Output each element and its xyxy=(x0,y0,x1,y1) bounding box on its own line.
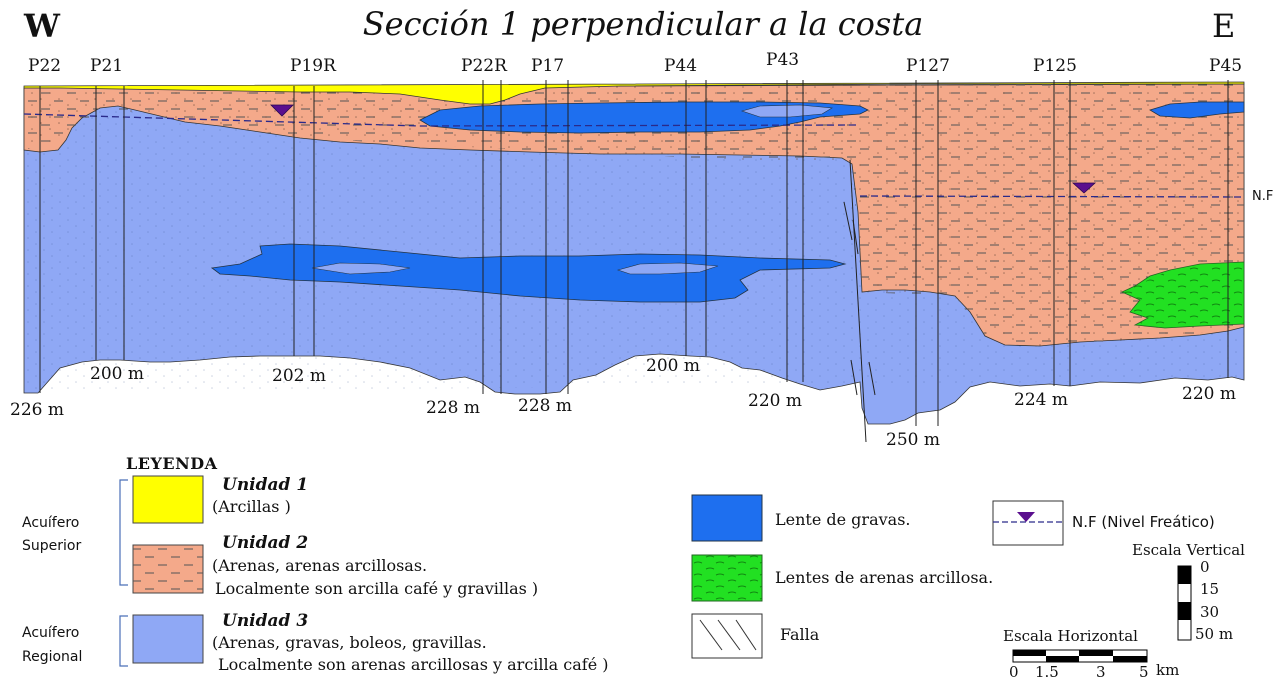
depth-label: 220 m xyxy=(1182,384,1236,404)
clay-sand-lens-label: Lentes de arenas arcillosa. xyxy=(775,568,994,587)
water-table-marker xyxy=(270,104,294,117)
depth-label: 250 m xyxy=(886,430,940,450)
horizontal-scale-tick: 3 xyxy=(1096,663,1106,681)
depth-label: 200 m xyxy=(646,356,700,376)
well-label-p17: P17 xyxy=(531,56,565,76)
unit-3-name: Unidad 3 xyxy=(222,611,309,631)
unit-1-body xyxy=(23,81,1245,105)
unit-2-body xyxy=(23,83,1245,347)
gravel-lens-label: Lente de gravas. xyxy=(775,510,911,529)
well-label-p125: P125 xyxy=(1033,56,1077,76)
diagram-title: Sección 1 perpendicular a la costa xyxy=(362,5,924,43)
unit-3-desc-1: (Arenas, gravas, boleos, gravillas. xyxy=(212,633,487,652)
depth-label: 202 m xyxy=(272,366,326,386)
unit-1-name: Unidad 1 xyxy=(222,475,309,495)
depth-label: 220 m xyxy=(748,391,802,411)
well-label-p22: P22 xyxy=(28,56,62,76)
legend-title: LEYENDA xyxy=(126,454,218,473)
fault-line xyxy=(843,159,876,443)
well-label-p43: P43 xyxy=(766,50,800,70)
legend-swatches xyxy=(132,475,1064,664)
depth-label: 228 m xyxy=(426,398,480,418)
aquifer-upper-label-2: Superior xyxy=(22,538,82,554)
horizontal-scale-unit: km xyxy=(1156,661,1180,679)
aquifer-regional-label-2: Regional xyxy=(22,649,83,665)
vertical-scale-bar xyxy=(1177,565,1192,641)
vertical-scale-tick: 15 xyxy=(1200,580,1220,598)
legend-swatch-fault xyxy=(691,613,763,659)
well-label-p22r: P22R xyxy=(461,56,507,76)
unit-2-name: Unidad 2 xyxy=(222,533,309,553)
water-table-label: N.F xyxy=(1252,189,1274,204)
horizontal-scale-bar xyxy=(1012,649,1148,663)
depth-label: 228 m xyxy=(518,396,572,416)
unit-3-desc-2: Localmente son arenas arcillosas y arcil… xyxy=(218,655,609,674)
water-table-marker xyxy=(1071,182,1097,194)
direction-east: E xyxy=(1212,7,1236,45)
well-label-p45: P45 xyxy=(1209,56,1243,76)
well-label-p44: P44 xyxy=(664,56,698,76)
well-label-p19r: P19R xyxy=(290,56,336,76)
well-lines xyxy=(39,80,1229,426)
legend-swatch-unit1 xyxy=(132,475,204,524)
legend-swatch-water-table xyxy=(992,500,1064,546)
unit-1-desc: (Arcillas ) xyxy=(212,497,291,516)
vertical-scale-tick: 0 xyxy=(1200,558,1210,576)
depth-label: 226 m xyxy=(10,400,64,420)
well-label-p21: P21 xyxy=(90,56,124,76)
legend-swatch-unit3 xyxy=(132,614,204,664)
vertical-scale-tick: 50 m xyxy=(1195,625,1234,643)
water-table-legend-label: N.F (Nivel Freático) xyxy=(1072,513,1215,531)
horizontal-scale-title: Escala Horizontal xyxy=(1003,627,1138,645)
well-label-p127: P127 xyxy=(906,56,950,76)
depth-label: 200 m xyxy=(90,364,144,384)
vertical-scale-tick: 30 xyxy=(1200,603,1220,621)
clay-sand-lens xyxy=(1121,261,1245,329)
horizontal-scale-tick: 0 xyxy=(1009,663,1019,681)
horizontal-scale-tick: 1.5 xyxy=(1035,663,1059,681)
unit-2-desc-1: (Arenas, arenas arcillosas. xyxy=(212,556,428,575)
aquifer-regional-label-1: Acuífero xyxy=(22,625,80,641)
vertical-scale-title: Escala Vertical xyxy=(1132,541,1245,559)
aquifer-brackets xyxy=(119,479,128,667)
horizontal-scale-tick: 5 xyxy=(1139,663,1149,681)
depth-label: 224 m xyxy=(1014,390,1068,410)
unit-2-desc-2: Localmente son arcilla café y gravillas … xyxy=(215,579,539,598)
aquifer-upper-label-1: Acuífero xyxy=(22,515,80,531)
fault-label: Falla xyxy=(780,625,820,644)
direction-west: W xyxy=(24,7,60,45)
legend-swatch-gravel xyxy=(691,494,763,542)
